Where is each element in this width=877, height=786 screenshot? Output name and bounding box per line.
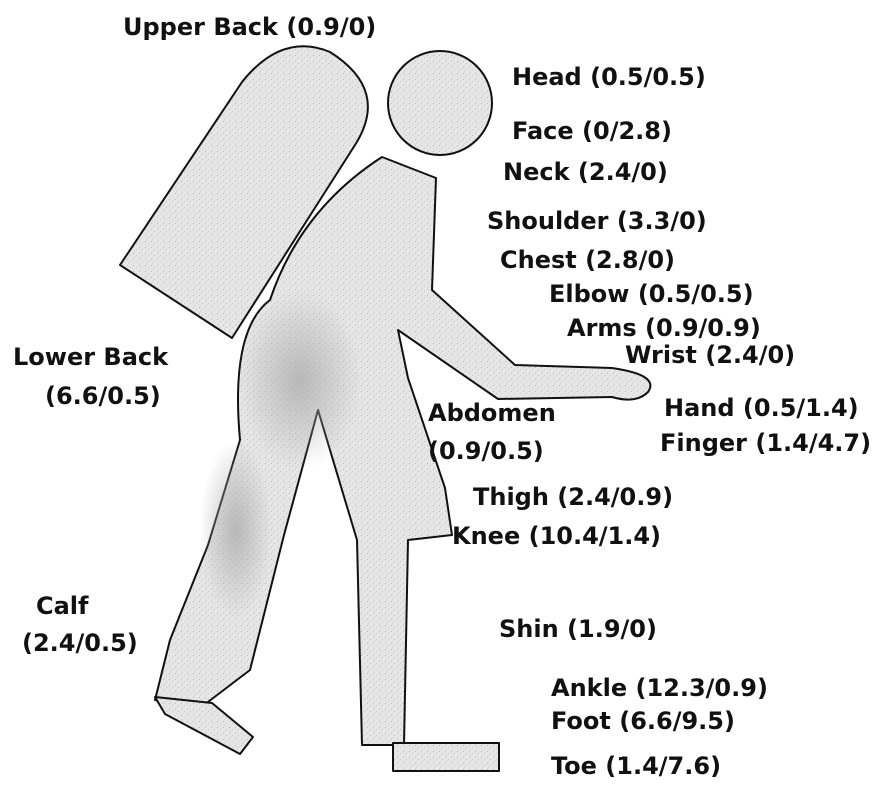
label-calf-value: (2.4/0.5) xyxy=(22,628,138,658)
label-abdomen-name: Abdomen xyxy=(428,398,556,428)
label-face: Face (0/2.8) xyxy=(512,116,672,146)
label-arms: Arms (0.9/0.9) xyxy=(567,313,761,343)
label-lower-back-name: Lower Back xyxy=(13,342,168,372)
label-toe: Toe (1.4/7.6) xyxy=(551,751,721,781)
label-ankle: Ankle (12.3/0.9) xyxy=(551,673,768,703)
hip-shading xyxy=(238,290,362,470)
label-neck: Neck (2.4/0) xyxy=(503,157,668,187)
label-knee: Knee (10.4/1.4) xyxy=(452,521,661,551)
label-abdomen-value: (0.9/0.5) xyxy=(428,436,544,466)
front-shoe-shape xyxy=(393,743,499,771)
rear-shoe-shape xyxy=(155,697,253,754)
label-wrist: Wrist (2.4/0) xyxy=(625,340,795,370)
label-foot: Foot (6.6/9.5) xyxy=(551,706,735,736)
label-shin: Shin (1.9/0) xyxy=(499,614,657,644)
thigh-shading xyxy=(200,440,272,620)
head-shape xyxy=(388,51,492,155)
label-head: Head (0.5/0.5) xyxy=(512,62,706,92)
label-elbow: Elbow (0.5/0.5) xyxy=(549,279,754,309)
label-calf-name: Calf xyxy=(36,591,88,621)
label-chest: Chest (2.8/0) xyxy=(500,245,675,275)
label-upper-back: Upper Back (0.9/0) xyxy=(123,12,376,42)
label-lower-back-value: (6.6/0.5) xyxy=(45,381,161,411)
label-thigh: Thigh (2.4/0.9) xyxy=(473,482,673,512)
label-shoulder: Shoulder (3.3/0) xyxy=(487,206,707,236)
label-finger: Finger (1.4/4.7) xyxy=(660,428,871,458)
label-hand: Hand (0.5/1.4) xyxy=(664,393,859,423)
